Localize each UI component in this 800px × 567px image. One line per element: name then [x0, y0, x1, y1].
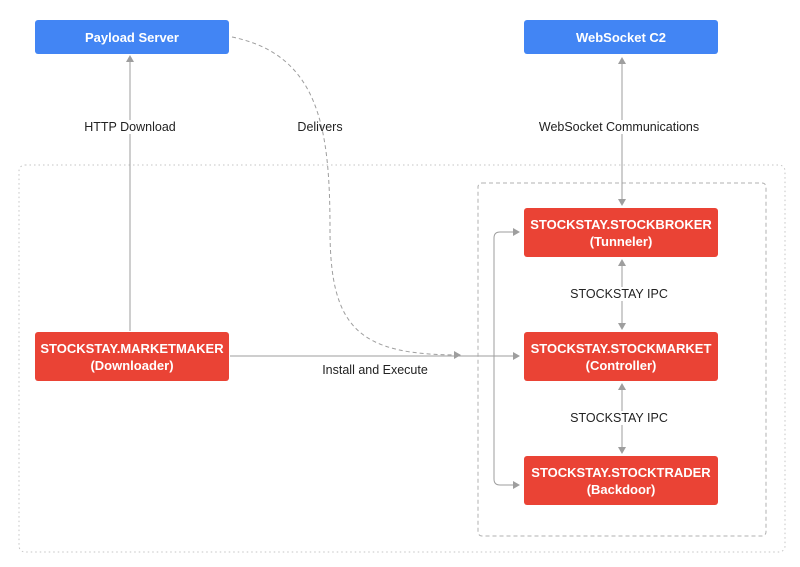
label-ipc-top: STOCKSTAY IPC — [568, 287, 670, 301]
websocket-c2-label: WebSocket C2 — [575, 29, 667, 45]
stocktrader-node: STOCKSTAY.STOCKTRADER (Backdoor) — [524, 456, 718, 505]
stockmarket-label: STOCKSTAY.STOCKMARKET — [530, 340, 712, 356]
payload-server-label: Payload Server — [85, 29, 179, 45]
stockbroker-role: (Tunneler) — [589, 233, 653, 249]
label-install-execute: Install and Execute — [322, 363, 428, 377]
label-websocket-comms: WebSocket Communications — [536, 120, 702, 134]
marketmaker-label: STOCKSTAY.MARKETMAKER — [40, 340, 224, 356]
stockmarket-node: STOCKSTAY.STOCKMARKET (Controller) — [524, 332, 718, 381]
marketmaker-role: (Downloader) — [90, 357, 174, 373]
payload-server-node: Payload Server — [35, 20, 229, 54]
label-delivers: Delivers — [297, 120, 343, 134]
stockmarket-role: (Controller) — [585, 357, 657, 373]
marketmaker-node: STOCKSTAY.MARKETMAKER (Downloader) — [35, 332, 229, 381]
stocktrader-role: (Backdoor) — [586, 481, 656, 497]
label-http-download: HTTP Download — [82, 120, 178, 134]
stockbroker-node: STOCKSTAY.STOCKBROKER (Tunneler) — [524, 208, 718, 257]
edge-delivers — [231, 36, 461, 359]
edge-bracket — [493, 228, 520, 489]
outer-boundary — [18, 164, 786, 553]
stockbroker-label: STOCKSTAY.STOCKBROKER — [530, 216, 712, 232]
websocket-c2-node: WebSocket C2 — [524, 20, 718, 54]
label-ipc-bottom: STOCKSTAY IPC — [568, 411, 670, 425]
stocktrader-label: STOCKSTAY.STOCKTRADER — [531, 464, 711, 480]
